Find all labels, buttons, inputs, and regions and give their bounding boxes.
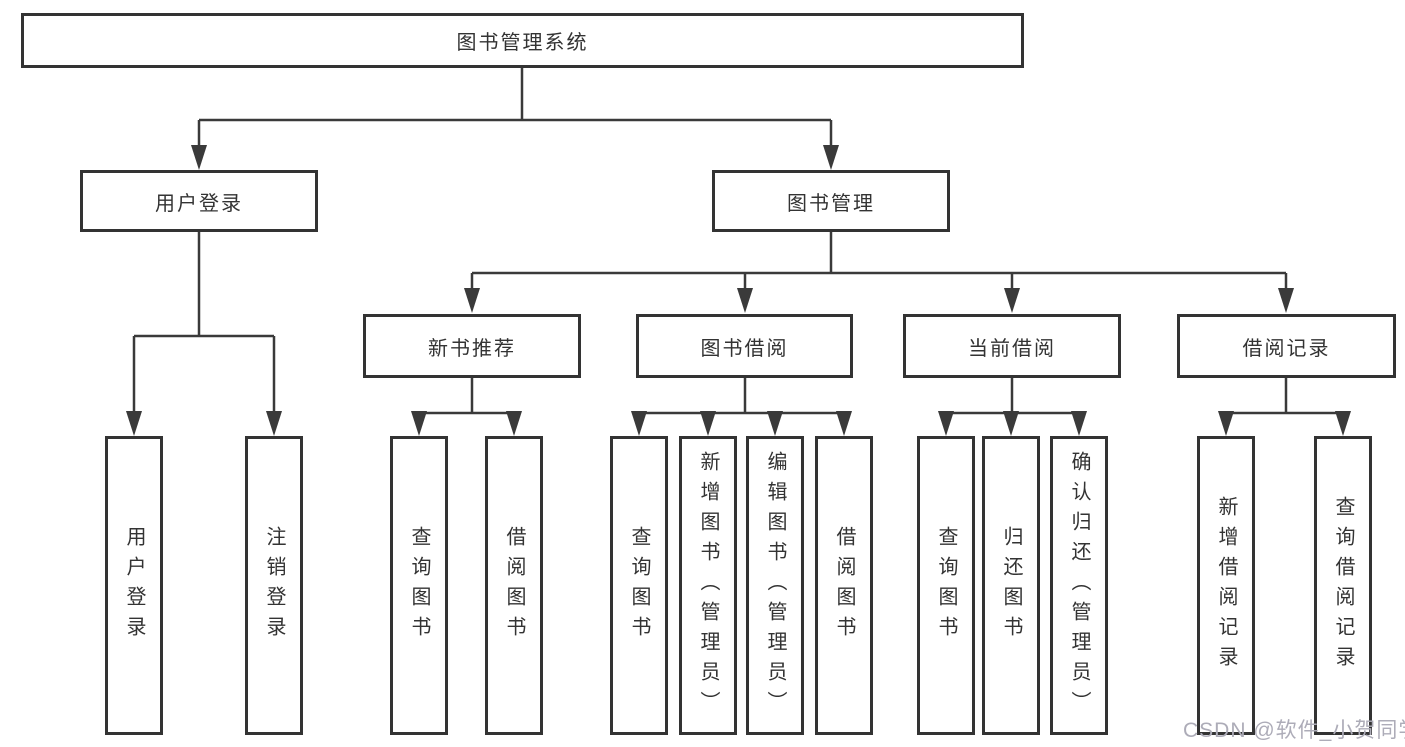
- leaf-record-add-borrow-record-label: 新增借阅记录: [1215, 495, 1237, 676]
- leaf-borrow-borrow-books: 借阅图书: [815, 436, 873, 735]
- leaf-record-query-borrow-record: 查询借阅记录: [1314, 436, 1372, 735]
- leaf-newbook-borrow-books: 借阅图书: [485, 436, 543, 735]
- node-user-login: 用户登录: [80, 170, 318, 232]
- leaf-borrow-query-books: 查询图书: [610, 436, 668, 735]
- leaf-logout-label: 注销登录: [263, 525, 285, 646]
- node-book-borrowing: 图书借阅: [636, 314, 853, 378]
- connector-current-to-leaves: [946, 378, 1079, 415]
- leaf-borrow-edit-books-admin: 编辑图书（管理员）: [746, 436, 804, 735]
- connector-newbook-to-leaves: [417, 378, 516, 415]
- leaf-current-confirm-return-admin: 确认归还（管理员）: [1050, 436, 1108, 735]
- leaf-borrow-add-books-admin-label: 新增图书（管理员）: [697, 450, 719, 721]
- leaf-current-return-books: 归还图书: [982, 436, 1040, 735]
- leaf-newbook-query-books: 查询图书: [390, 436, 448, 735]
- leaf-user-login-label: 用户登录: [123, 525, 145, 646]
- connector-root-to-level2: [197, 68, 833, 147]
- connector-bookmgmt-to-level3: [470, 232, 1288, 289]
- node-borrowing-records: 借阅记录: [1177, 314, 1396, 378]
- leaf-current-confirm-return-admin-label: 确认归还（管理员）: [1068, 450, 1090, 721]
- node-root-library-system: 图书管理系统: [21, 13, 1024, 68]
- leaf-current-query-books-label: 查询图书: [935, 525, 957, 646]
- leaf-borrow-edit-books-admin-label: 编辑图书（管理员）: [764, 450, 786, 721]
- leaf-current-query-books: 查询图书: [917, 436, 975, 735]
- connector-borrow-to-leaves: [639, 378, 844, 415]
- node-new-book-recommend: 新书推荐: [363, 314, 581, 378]
- connector-record-to-leaves: [1226, 378, 1343, 415]
- leaf-borrow-add-books-admin: 新增图书（管理员）: [679, 436, 737, 735]
- leaf-record-add-borrow-record: 新增借阅记录: [1197, 436, 1255, 735]
- connector-userlogin-to-leaves: [132, 232, 276, 413]
- node-book-management: 图书管理: [712, 170, 950, 232]
- leaf-borrow-borrow-books-label: 借阅图书: [833, 525, 855, 646]
- csdn-watermark: CSDN @软件_小贺同学: [1183, 719, 1405, 742]
- leaf-logout: 注销登录: [245, 436, 303, 735]
- leaf-user-login: 用户登录: [105, 436, 163, 735]
- node-current-borrowing: 当前借阅: [903, 314, 1121, 378]
- leaf-borrow-query-books-label: 查询图书: [628, 525, 650, 646]
- leaf-current-return-books-label: 归还图书: [1000, 525, 1022, 646]
- leaf-record-query-borrow-record-label: 查询借阅记录: [1332, 495, 1354, 676]
- leaf-newbook-query-books-label: 查询图书: [408, 525, 430, 646]
- arrowheads: [126, 145, 1351, 436]
- leaf-newbook-borrow-books-label: 借阅图书: [503, 525, 525, 646]
